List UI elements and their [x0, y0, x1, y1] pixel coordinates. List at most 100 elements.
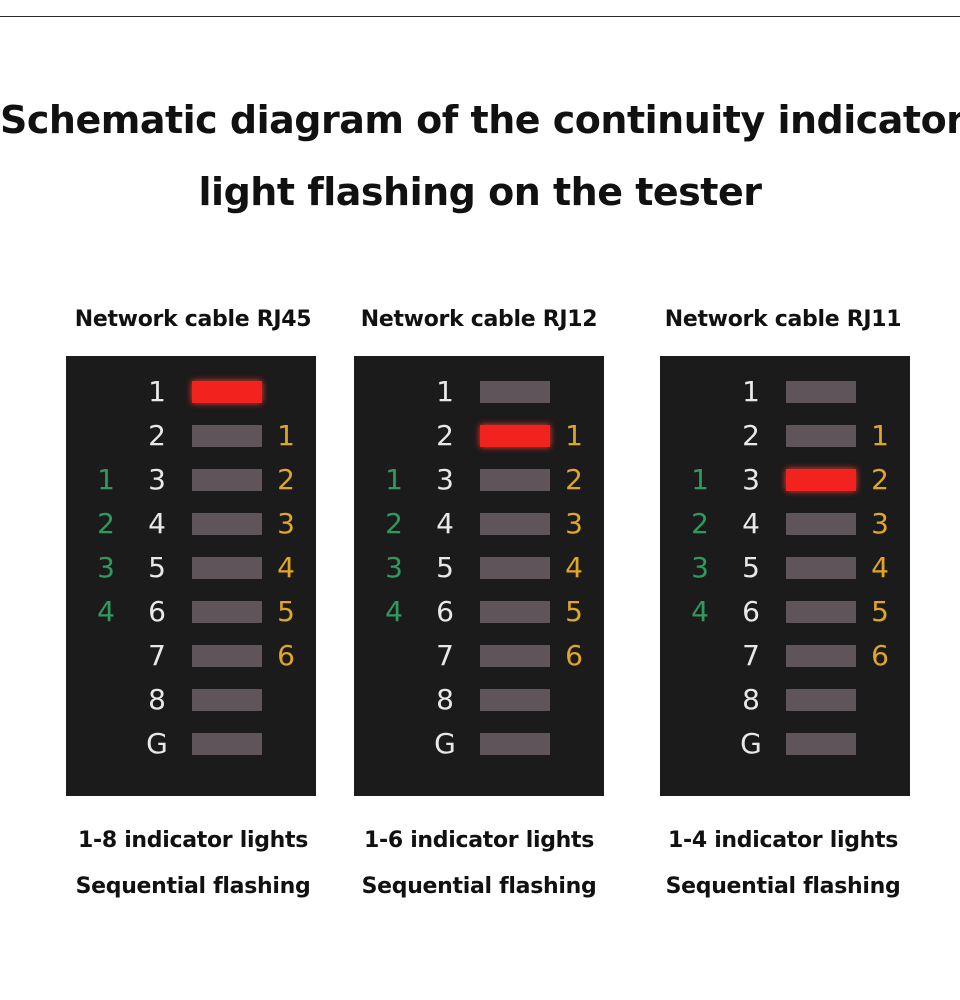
indicator-row: 8	[354, 678, 604, 722]
right-channel-label	[868, 370, 892, 414]
right-channel-label: 1	[871, 419, 889, 452]
footer-line-1: 1-8 indicator lights	[77, 828, 309, 853]
pin-label: 7	[742, 639, 760, 672]
left-channel-label	[382, 370, 406, 414]
title-line-2: light flashing on the tester	[198, 170, 762, 214]
indicator-led-off	[786, 601, 856, 623]
pin-label: G	[740, 727, 762, 760]
indicator-led-off	[480, 381, 550, 403]
right-channel-label: 4	[565, 551, 583, 584]
indicator-row: 8	[660, 678, 910, 722]
right-channel-label: 4	[277, 551, 295, 584]
left-channel-label: 4	[97, 595, 115, 628]
column-title: Network cable RJ12	[360, 307, 598, 332]
indicator-row: 1	[66, 370, 316, 414]
indicator-row: G	[66, 722, 316, 766]
indicator-led-off	[786, 733, 856, 755]
indicator-led-off	[192, 513, 262, 535]
indicator-led-off	[480, 645, 550, 667]
left-channel-label	[94, 722, 118, 766]
indicator-led-off	[786, 689, 856, 711]
pin-label: 5	[148, 551, 166, 584]
indicator-led-off	[480, 469, 550, 491]
column-title: Network cable RJ11	[664, 307, 902, 332]
left-channel-label: 2	[691, 507, 709, 540]
right-channel-label: 6	[565, 639, 583, 672]
right-channel-label: 6	[277, 639, 295, 672]
indicator-led-off	[786, 645, 856, 667]
left-channel-label: 1	[385, 463, 403, 496]
indicator-led-off	[192, 557, 262, 579]
pin-label: 2	[436, 419, 454, 452]
left-channel-label: 4	[691, 595, 709, 628]
pin-label: 8	[436, 683, 454, 716]
pin-label: 3	[436, 463, 454, 496]
pin-label: 5	[436, 551, 454, 584]
indicator-led-off	[786, 381, 856, 403]
pin-label: 6	[742, 595, 760, 628]
left-channel-label	[94, 634, 118, 678]
pin-label: 5	[742, 551, 760, 584]
right-channel-label	[562, 722, 586, 766]
left-channel-label	[688, 370, 712, 414]
pin-label: 8	[148, 683, 166, 716]
pin-label: 4	[436, 507, 454, 540]
column-title: Network cable RJ45	[74, 307, 312, 332]
indicator-led-off	[192, 689, 262, 711]
indicator-row: 1	[660, 370, 910, 414]
right-channel-label	[274, 722, 298, 766]
indicator-led-off	[192, 645, 262, 667]
indicator-led-off	[480, 557, 550, 579]
pin-label: 8	[742, 683, 760, 716]
footer-line-2: Sequential flashing	[75, 874, 311, 899]
left-channel-label: 3	[97, 551, 115, 584]
footer-line-2: Sequential flashing	[361, 874, 597, 899]
indicator-led-off	[786, 557, 856, 579]
left-channel-label	[688, 634, 712, 678]
right-channel-label	[562, 678, 586, 722]
left-channel-label	[382, 678, 406, 722]
left-channel-label	[94, 414, 118, 458]
right-channel-label: 2	[277, 463, 295, 496]
column-footer: 1-6 indicator lights Sequential flashing	[334, 818, 624, 910]
right-channel-label: 5	[565, 595, 583, 628]
right-channel-label: 4	[871, 551, 889, 584]
top-divider	[0, 16, 960, 17]
right-channel-label: 2	[565, 463, 583, 496]
indicator-led-off	[786, 513, 856, 535]
right-channel-label: 5	[871, 595, 889, 628]
pin-label: 1	[436, 375, 454, 408]
pin-label: 2	[742, 419, 760, 452]
left-channel-label	[94, 678, 118, 722]
indicator-row: G	[354, 722, 604, 766]
pin-label: 6	[436, 595, 454, 628]
indicator-led-lit	[786, 469, 856, 491]
column-footer: 1-4 indicator lights Sequential flashing	[638, 818, 928, 910]
left-channel-label: 2	[385, 507, 403, 540]
left-channel-label: 1	[97, 463, 115, 496]
indicator-led-off	[480, 733, 550, 755]
left-channel-label	[688, 678, 712, 722]
left-channel-label	[382, 634, 406, 678]
pin-label: 3	[148, 463, 166, 496]
right-channel-label: 3	[277, 507, 295, 540]
left-channel-label	[688, 414, 712, 458]
footer-line-2: Sequential flashing	[665, 874, 901, 899]
pin-label: 6	[148, 595, 166, 628]
pin-label: G	[146, 727, 168, 760]
